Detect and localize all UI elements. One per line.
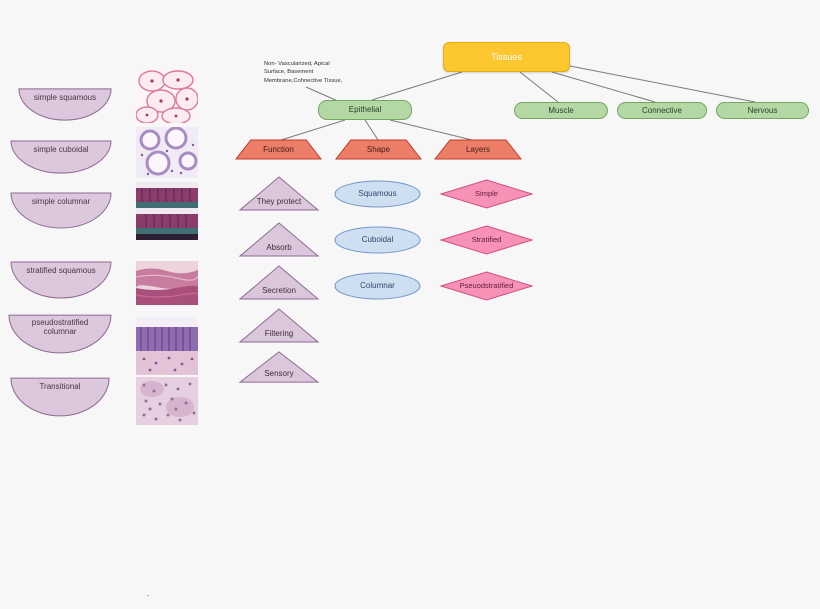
type-label: simple squamous — [33, 93, 97, 102]
type-transitional[interactable]: Transitional — [10, 377, 110, 417]
type-label: simple cuboidal — [33, 145, 89, 154]
function-label: They protect — [256, 196, 302, 206]
semicircle-shape — [18, 88, 112, 121]
function-they-protect[interactable]: They protect — [238, 175, 320, 212]
trapezoid-shape — [434, 139, 522, 160]
layer-label: Pseuodstratified — [459, 280, 514, 290]
branch-nervous[interactable]: Nervous — [716, 102, 809, 119]
connector-epithelial-function — [280, 119, 346, 141]
type-stratified-squamous[interactable]: stratified squamous — [10, 261, 112, 299]
branch-label: Epithelial — [348, 105, 382, 115]
shape-label: Columnar — [360, 281, 395, 291]
branch-epithelial[interactable]: Epithelial — [318, 100, 412, 120]
aspect-label: Layers — [465, 144, 490, 154]
simple-squamous-micrograph — [136, 68, 198, 123]
shape-squamous[interactable]: Squamous — [334, 180, 421, 208]
aspect-function[interactable]: Function — [235, 139, 322, 160]
layer-label: Simple — [475, 188, 498, 198]
function-sensory[interactable]: Sensory — [238, 350, 320, 384]
type-simple-cuboidal[interactable]: simple cuboidal — [10, 140, 112, 174]
diamond-shape — [440, 179, 533, 209]
micrograph-image — [136, 261, 198, 305]
aspect-layers[interactable]: Layers — [434, 139, 522, 160]
shape-cuboidal[interactable]: Cuboidal — [334, 226, 421, 254]
layer-stratified[interactable]: Stratified — [440, 225, 533, 255]
micrograph-image — [136, 127, 198, 178]
type-pseudostratified-columnar[interactable]: pseudostratified columnar — [8, 314, 112, 354]
type-simple-columnar[interactable]: simple columnar — [10, 192, 112, 229]
function-label: Sensory — [264, 368, 294, 378]
aspect-label: Function — [263, 144, 294, 154]
aspect-shape[interactable]: Shape — [335, 139, 422, 160]
simple-columnar-micrograph — [136, 182, 198, 240]
function-secretion[interactable]: Secretion — [238, 264, 320, 301]
pseudostratified-columnar-micrograph — [136, 317, 198, 375]
micrograph-image — [136, 377, 198, 425]
layer-label: Stratified — [471, 234, 502, 244]
connector-epithelial-shape — [364, 119, 379, 141]
connector-tissues-nervous — [569, 65, 756, 103]
shape-label: Squamous — [358, 189, 397, 199]
connector-tissues-connective — [551, 71, 656, 103]
branch-muscle[interactable]: Muscle — [514, 102, 608, 119]
function-label: Secretion — [262, 285, 296, 295]
stratified-squamous-micrograph — [136, 261, 198, 305]
type-label: simple columnar — [31, 197, 91, 206]
triangle-shape — [238, 175, 320, 212]
trapezoid-shape — [335, 139, 422, 160]
micrograph-image — [136, 182, 198, 240]
connector-tissues-epithelial — [371, 71, 463, 101]
function-filtering[interactable]: Filtering — [238, 307, 320, 344]
triangle-shape — [238, 221, 320, 258]
epithelial-annotation: Non- Vascularized, Apical Surface, Basem… — [264, 61, 343, 84]
type-label: pseudostratified columnar — [31, 318, 89, 337]
transitional-micrograph — [136, 377, 198, 425]
semicircle-shape — [10, 377, 110, 417]
function-label: Absorb — [266, 242, 292, 252]
trapezoid-shape — [235, 139, 322, 160]
connector-tissues-muscle — [519, 71, 559, 103]
type-label: Transitional — [39, 382, 81, 391]
branch-label: Nervous — [747, 105, 778, 115]
aspect-label: Shape — [366, 144, 391, 154]
diamond-shape — [440, 271, 533, 301]
type-label: stratified squamous — [26, 266, 96, 275]
simple-cuboidal-micrograph — [136, 127, 198, 178]
layer-pseudostratified[interactable]: Pseuodstratified — [440, 271, 533, 301]
ellipse-shape — [334, 272, 421, 300]
semicircle-shape — [10, 192, 112, 229]
micrograph-image — [136, 68, 198, 123]
shape-label: Cuboidal — [361, 235, 394, 245]
semicircle-shape — [10, 261, 112, 299]
tissues-label: Tissues — [491, 51, 522, 62]
branch-connective[interactable]: Connective — [617, 102, 707, 119]
micrograph-image — [136, 317, 198, 375]
function-absorb[interactable]: Absorb — [238, 221, 320, 258]
triangle-shape — [238, 307, 320, 344]
connector-epithelial-layers — [389, 119, 473, 141]
diamond-shape — [440, 225, 533, 255]
ellipse-shape — [334, 226, 421, 254]
function-label: Filtering — [264, 328, 294, 338]
type-simple-squamous[interactable]: simple squamous — [18, 88, 112, 121]
semicircle-shape — [8, 314, 112, 354]
branch-label: Muscle — [548, 105, 574, 115]
branch-label: Connective — [641, 105, 683, 115]
triangle-shape — [238, 264, 320, 301]
layer-simple[interactable]: Simple — [440, 179, 533, 209]
shape-columnar[interactable]: Columnar — [334, 272, 421, 300]
tissues-node[interactable]: Tissues — [443, 42, 570, 72]
ellipse-shape — [334, 180, 421, 208]
stray-period: . — [147, 588, 150, 598]
semicircle-shape — [10, 140, 112, 174]
triangle-shape — [238, 350, 320, 384]
